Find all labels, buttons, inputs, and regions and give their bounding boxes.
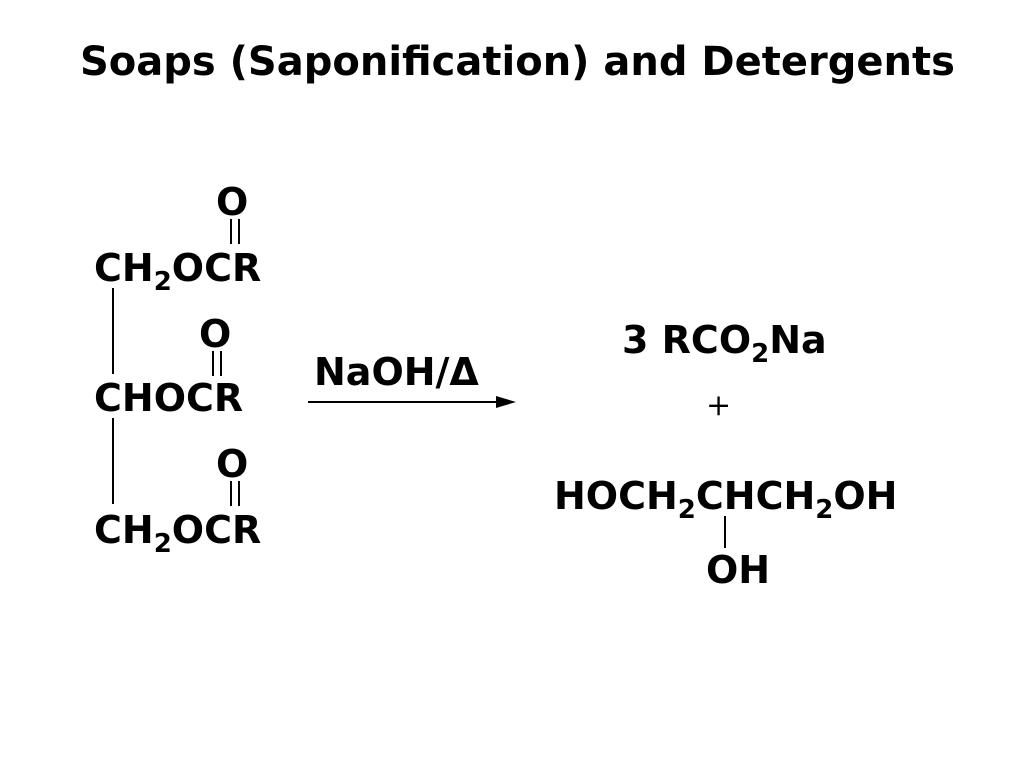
glycerol-hydroxyl: OH (706, 548, 771, 592)
carbonyl-oxygen-bottom: O (216, 442, 249, 486)
ester-row-1: CH2OCR (94, 246, 262, 298)
glycerol-product: HOCH2CHCH2OH (554, 474, 898, 526)
reaction-arrow-icon (308, 396, 516, 408)
double-bond-mid-right (220, 351, 222, 376)
carbonyl-oxygen-middle: O (199, 312, 232, 356)
double-bond-top-left (230, 219, 232, 244)
glycerol-oh-bond (724, 516, 726, 548)
carboxylate-product: 3 RCO2Na (622, 318, 827, 370)
backbone-bond-1 (112, 288, 114, 374)
double-bond-bot-right (238, 481, 240, 506)
carbonyl-oxygen-top: O (216, 180, 249, 224)
reagent-label: NaOH/Δ (314, 350, 479, 394)
double-bond-top-right (238, 219, 240, 244)
plus-sign: + (706, 388, 732, 423)
slide-title: Soaps (Saponification) and Detergents (80, 39, 955, 85)
double-bond-bot-left (230, 481, 232, 506)
backbone-bond-2 (112, 418, 114, 504)
double-bond-mid-left (212, 351, 214, 376)
ester-row-2: CHOCR (94, 376, 244, 420)
ester-row-3: CH2OCR (94, 508, 262, 560)
